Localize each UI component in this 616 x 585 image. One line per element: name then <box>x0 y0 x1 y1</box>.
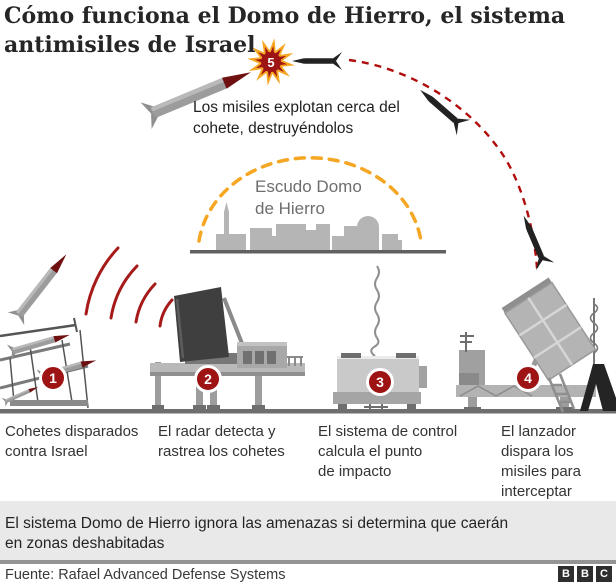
flying-rocket <box>7 247 75 326</box>
dome-shield-label: Escudo Domo de Hierro <box>255 177 362 218</box>
infographic-title: Cómo funciona el Domo de Hierro, el sist… <box>4 3 566 58</box>
step-badge-2: 2 <box>194 365 222 393</box>
footnote-text: El sistema Domo de Hierro ignora las ame… <box>5 515 509 552</box>
step-caption-2: El radar detecta y rastrea los cohetes <box>158 423 285 460</box>
bbc-logo-letter: B <box>577 566 593 582</box>
ground-line <box>0 409 616 414</box>
step-badge-1: 1 <box>39 364 67 392</box>
radar-waves <box>84 246 174 328</box>
bbc-logo-letter: B <box>558 566 574 582</box>
step-badge-5: 5 <box>261 52 281 72</box>
footer: Fuente: Rafael Advanced Defense Systems … <box>0 564 616 585</box>
step-caption-1: Cohetes disparados contra Israel <box>5 423 139 460</box>
step-badge-4: 4 <box>514 364 542 392</box>
footnote-bar: El sistema Domo de Hierro ignora las ame… <box>0 501 616 560</box>
step-caption-4: El lanzador dispara los misiles para int… <box>501 423 582 500</box>
bbc-logo-letter: C <box>596 566 612 582</box>
bbc-logo: B B C <box>558 566 612 582</box>
footer-divider <box>0 560 616 564</box>
radar-unit <box>150 287 305 410</box>
city-skyline <box>190 202 446 254</box>
step-caption-3: El sistema de control calcula el punto d… <box>318 423 458 480</box>
iron-dome-launcher <box>456 277 616 413</box>
interception-caption: Los misiles explotan cerca del cohete, d… <box>193 99 400 137</box>
rocket-launcher-rack <box>0 317 99 409</box>
dome-shield-arc <box>197 156 423 243</box>
source-credit: Fuente: Rafael Advanced Defense Systems <box>5 567 286 583</box>
step-badge-3: 3 <box>366 368 394 396</box>
diagram-illustration <box>0 34 616 414</box>
